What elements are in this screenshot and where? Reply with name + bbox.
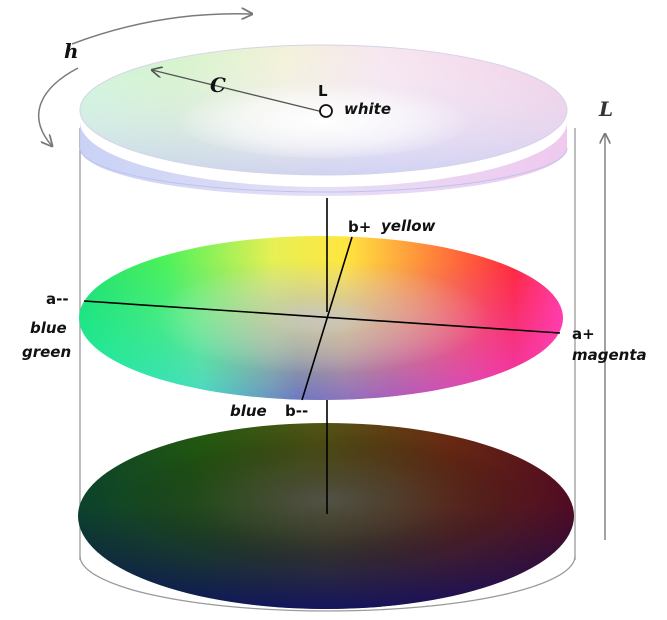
blue-green-label-line2: green: [22, 343, 71, 361]
blue-label: blue: [230, 402, 267, 420]
a-minus-label: a--: [46, 290, 69, 308]
chroma-label: C: [210, 73, 226, 97]
yellow-label: yellow: [381, 217, 436, 235]
dark-color-disk: [78, 423, 574, 609]
hue-rotation-arrow: [37, 14, 252, 146]
pale-color-disk: [79, 44, 568, 196]
saturated-color-disk: [79, 236, 563, 400]
white-point-marker: [319, 104, 333, 118]
cylinder-outline: [79, 128, 576, 612]
b-axis-line: [301, 236, 353, 401]
b-minus-label: b--: [285, 402, 308, 420]
a-plus-label: a+: [572, 325, 595, 343]
lightness-axis-label: L: [598, 97, 613, 121]
magenta-label: magenta: [572, 346, 647, 364]
hue-label: h: [64, 39, 79, 63]
chroma-radius: [152, 70, 333, 118]
ab-axes: [83, 236, 561, 401]
white-label: white: [344, 100, 391, 118]
blue-green-label-line1: blue: [30, 319, 67, 337]
lightness-top-label: L: [318, 82, 328, 100]
b-plus-label: b+: [348, 218, 371, 236]
a-axis-line: [83, 300, 561, 334]
cylinder-bottom-arc: [79, 555, 576, 612]
